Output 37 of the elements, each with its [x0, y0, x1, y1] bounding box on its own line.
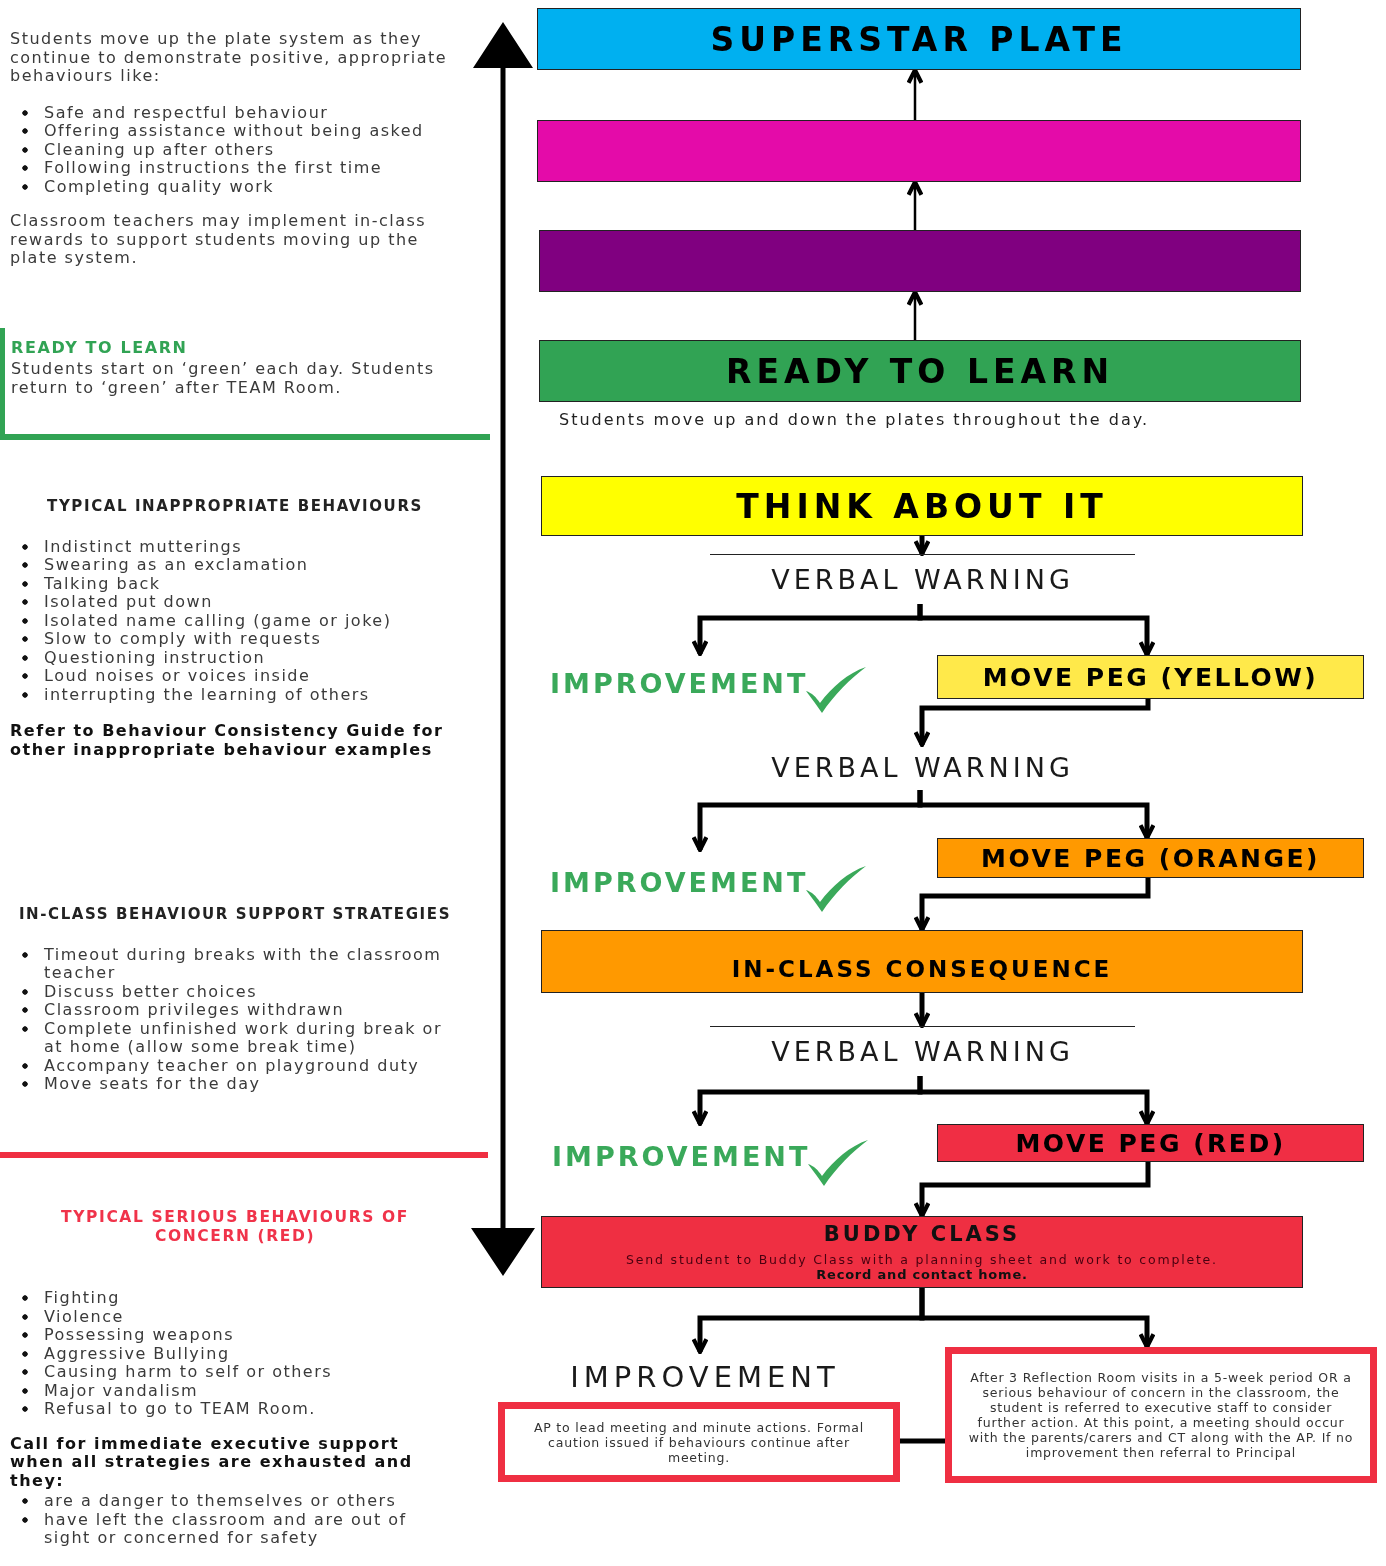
panel-heading: READY TO LEARN: [11, 338, 189, 357]
peg-box: MOVE PEG (YELLOW): [937, 655, 1364, 699]
section-heading: TYPICAL SERIOUS BEHAVIOURS OF CONCERN (RED): [60, 1208, 410, 1245]
plate-title: IN-CLASS CONSEQUENCE: [731, 955, 1113, 982]
section-heading: TYPICAL INAPPROPRIATE BEHAVIOURS: [46, 497, 424, 516]
info-panel: [0, 328, 490, 440]
note-box: After 3 Reflection Room visits in a 5-week period OR a serious behaviour of concern in the classroom, the student is referred to executive staff to consider further action. At this point, a meeting should occur with the parents/carers and CT along with the AP. If no improvement then referral to Principal: [945, 1347, 1377, 1483]
plate-title: SUPERSTAR PLATE: [710, 19, 1128, 59]
outcome-label: IMPROVEMENT: [570, 1360, 840, 1394]
note-text: Refer to Behaviour Consistency Guide for other inappropriate behaviour examples: [10, 722, 445, 759]
connector-arrow: [919, 1288, 1156, 1350]
box-title: BUDDY CLASS: [822, 1222, 1022, 1246]
step-label: VERBAL WARNING: [771, 752, 1074, 783]
peg-box: MOVE PEG (ORANGE): [937, 838, 1364, 878]
consequence-box: [541, 1216, 1303, 1288]
plate-box: [539, 230, 1301, 292]
paragraph-text: Students move up the plate system as they continue to demonstrate positive, appropriate behaviours like:: [10, 30, 449, 86]
box-text: Record and contact home.: [815, 1267, 1029, 1282]
paragraph-text: Classroom teachers may implement in-class rewards to support students moving up the plate system.: [10, 212, 428, 268]
outcome-label: IMPROVEMENT: [552, 1140, 811, 1172]
plate-box: [537, 120, 1301, 182]
section-heading: IN-CLASS BEHAVIOUR SUPPORT STRATEGIES: [17, 905, 453, 924]
box-text: Send student to Buddy Class with a planning sheet and work to complete.: [625, 1252, 1219, 1267]
step-label: VERBAL WARNING: [771, 564, 1074, 595]
connector-arrow: [913, 993, 931, 1029]
connector-arrow: [913, 536, 931, 557]
panel-text: Students start on ‘green’ each day. Students return to ‘green’ after TEAM Room.: [11, 360, 436, 397]
note-box: AP to lead meeting and minute actions. Formal caution issued if behaviours continue after meeting.: [498, 1402, 900, 1482]
note-text: Students move up and down the plates throughout the day.: [559, 410, 1150, 429]
outcome-label: IMPROVEMENT: [550, 866, 809, 898]
plate-title: READY TO LEARN: [725, 351, 1115, 391]
outcome-label: IMPROVEMENT: [550, 667, 809, 699]
note-text: Call for immediate executive support when all strategies are exhausted and they:: [10, 1434, 414, 1490]
plate-title: THINK ABOUT IT: [736, 486, 1108, 526]
connector-arrow: [913, 699, 1151, 748]
step-label: VERBAL WARNING: [771, 1036, 1074, 1067]
peg-box: MOVE PEG (RED): [937, 1124, 1364, 1162]
